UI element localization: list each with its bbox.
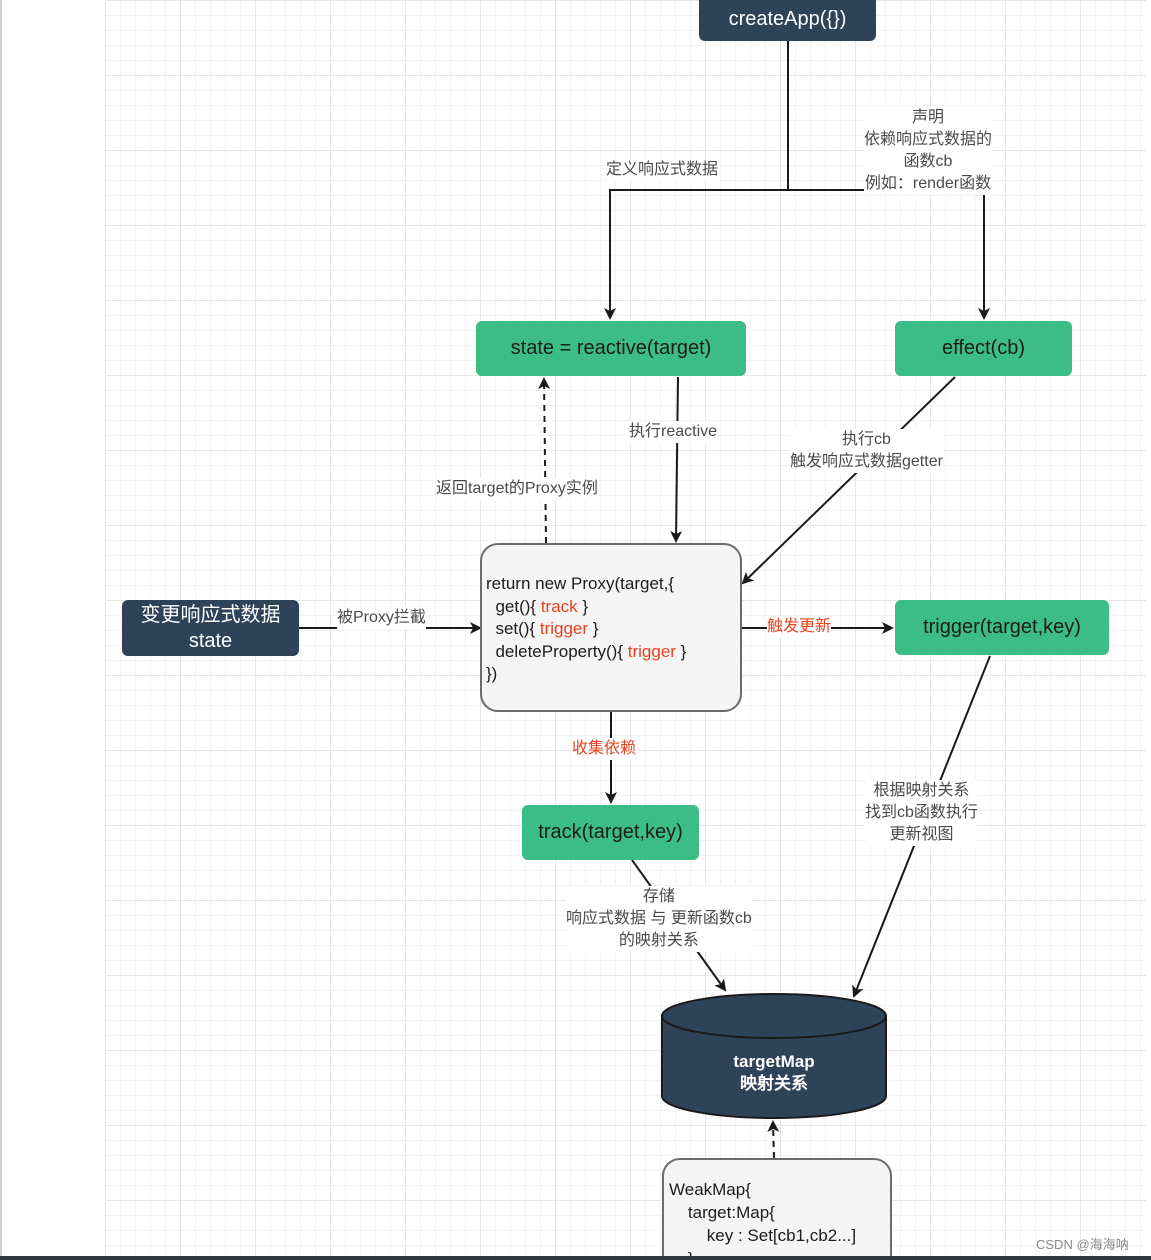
proxy-code-delete: deleteProperty(){ trigger } (486, 641, 740, 664)
edge-reactive-to-proxy (670, 376, 683, 543)
create-app-node: createApp({}) (699, 0, 876, 41)
proxy-code-box: return new Proxy(target,{ get(){ track }… (480, 543, 742, 712)
delete-prefix: deleteProperty(){ (486, 641, 628, 661)
edge-proxy-return (538, 377, 551, 544)
set-suffix: } (588, 619, 599, 638)
delete-suffix: } (675, 641, 687, 661)
effect-node: effect(cb) (895, 321, 1072, 376)
weakmap-line2: target:Map{ (669, 1203, 775, 1222)
watermark: CSDN @海海呐 (1036, 1237, 1129, 1252)
bottom-bar (0, 1256, 1151, 1260)
mutate-state-node: 变更响应式数据 state (122, 600, 299, 656)
label-proxy-intercept: 被Proxy拦截 (337, 607, 426, 629)
target-map-line1: targetMap (733, 1052, 815, 1071)
mutate-state-line1: 变更响应式数据 (140, 604, 281, 626)
track-label: track(target,key) (538, 821, 683, 843)
proxy-code-get: get(){ track } (486, 596, 740, 619)
label-declare-effect: 声明 依赖响应式数据的 函数cb 例如：render函数 (864, 107, 993, 195)
get-suffix: } (577, 596, 589, 616)
target-map-cylinder (661, 993, 887, 1119)
edge-effect-to-proxy (741, 376, 956, 585)
label-exec-reactive: 执行reactive (629, 421, 718, 443)
label-collect-deps: 收集依赖 (572, 738, 637, 760)
target-map-line2: 映射关系 (740, 1074, 808, 1093)
weakmap-code-box: WeakMap{ target:Map{ key : Set[cb1,cb2..… (662, 1158, 892, 1260)
mutate-state-line2: state (188, 630, 233, 652)
label-trigger-update: 触发更新 (767, 616, 832, 638)
proxy-code-line1: return new Proxy(target,{ (486, 574, 675, 593)
edge-weakmap-to-map (767, 1120, 780, 1159)
proxy-code-close: }) (486, 664, 498, 683)
get-prefix: get(){ (486, 596, 541, 616)
get-keyword: track (540, 596, 578, 616)
set-keyword: trigger (539, 619, 589, 638)
trigger-node: trigger(target,key) (895, 600, 1109, 655)
label-lookup-cb: 根据映射关系 找到cb函数执行 更新视图 (865, 780, 978, 846)
weakmap-line4: } (669, 1249, 694, 1260)
weakmap-line1: WeakMap{ (669, 1180, 751, 1199)
edge-create-to-effect (788, 189, 990, 320)
label-return-proxy: 返回target的Proxy实例 (436, 478, 598, 500)
track-node: track(target,key) (522, 805, 699, 860)
reactive-node: state = reactive(target) (476, 321, 746, 376)
label-exec-cb: 执行cb 触发响应式数据getter (790, 429, 943, 473)
delete-keyword: trigger (627, 641, 676, 661)
left-border (0, 0, 2, 1260)
create-app-label: createApp({}) (728, 8, 847, 30)
weakmap-line3: key : Set[cb1,cb2...] (669, 1226, 857, 1245)
edge-create-to-reactive (604, 40, 789, 320)
trigger-label: trigger(target,key) (923, 616, 1081, 638)
label-store-mapping: 存储 响应式数据 与 更新函数cb 的映射关系 (566, 886, 752, 952)
reactive-label: state = reactive(target) (510, 337, 712, 359)
target-map-label-box: targetMap 映射关系 (662, 1050, 886, 1096)
proxy-code-set: set(){ trigger } (486, 618, 740, 641)
set-prefix: set(){ (486, 619, 540, 638)
effect-label: effect(cb) (942, 337, 1025, 359)
label-define-reactive: 定义响应式数据 (606, 159, 719, 181)
